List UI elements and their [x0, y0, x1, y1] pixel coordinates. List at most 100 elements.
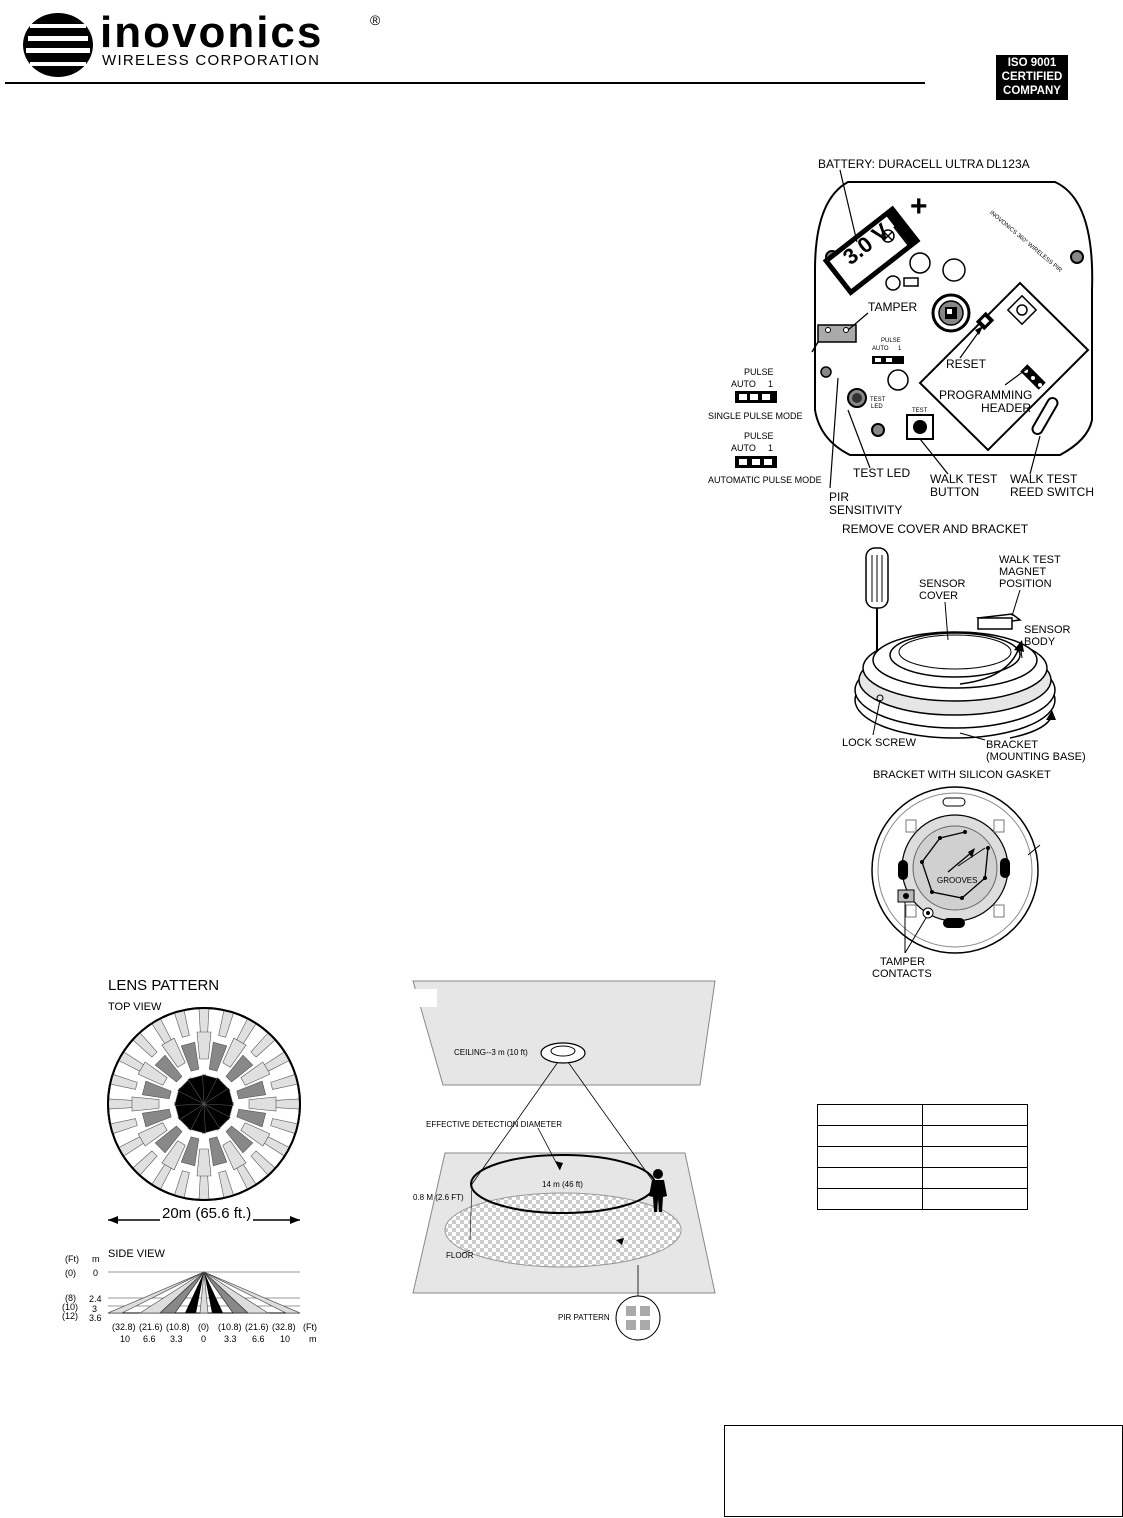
- lens-zone-mid: [161, 1037, 186, 1068]
- sensor-body-label-1: SENSOR: [1024, 624, 1071, 636]
- table-row: [817, 1104, 1028, 1126]
- lens-zone-inner: [208, 1041, 228, 1072]
- reed-switch-icon: [1031, 397, 1059, 435]
- side-view-drawing: [107, 1271, 301, 1314]
- reset-label: RESET: [946, 357, 987, 371]
- table-row: [817, 1188, 1028, 1210]
- lens-zone-mid: [137, 1061, 168, 1086]
- table-cell: [817, 1104, 923, 1126]
- left-m-0: 0: [93, 1268, 99, 1278]
- board-one-small: 1: [898, 346, 902, 352]
- lens-zone-outer: [107, 1098, 135, 1110]
- lens-zone-inner: [225, 1054, 254, 1083]
- diameter-label: 14 m (46 ft): [542, 1180, 583, 1189]
- lens-zone-outer: [273, 1098, 301, 1110]
- top-view-drawing: [107, 1007, 301, 1224]
- single-pulse-mode-label: SINGLE PULSE MODE: [708, 411, 803, 421]
- tamper-contacts-label-2: CONTACTS: [872, 968, 932, 980]
- top-view-label: TOP VIEW: [108, 1001, 162, 1013]
- mount-hole: [820, 366, 832, 378]
- bottom-ft-7: (Ft): [303, 1322, 317, 1332]
- lens-zone-mid: [222, 1140, 247, 1171]
- lens-zone-mid: [240, 1122, 271, 1147]
- bottom-ft-3: (0): [198, 1322, 209, 1332]
- lens-zone-core: [203, 1087, 234, 1106]
- board-auto-small: AUTO: [872, 346, 889, 352]
- board-drawing: [735, 169, 1094, 489]
- pir-floor-pattern: [444, 1192, 682, 1268]
- lens-zone-inner: [180, 1041, 200, 1072]
- room-drawing: [412, 980, 716, 1341]
- spec-table: [817, 1104, 1028, 1210]
- battery-plus: +: [910, 190, 928, 223]
- table-row: [817, 1146, 1028, 1168]
- ceiling-label: CEILING--3 m (10 ft): [454, 1048, 528, 1057]
- bracket-drawing: [871, 786, 1041, 954]
- mount-hole: [1070, 250, 1084, 264]
- remove-cover-title: REMOVE COVER AND BRACKET: [842, 522, 1029, 536]
- lens-zone-inner: [141, 1108, 172, 1128]
- grooves-label: GROOVES: [937, 876, 978, 885]
- bottom-m-7: m: [309, 1334, 317, 1344]
- single-pulse-text: PULSE: [744, 367, 774, 377]
- lens-pattern-title: LENS PATTERN: [108, 977, 220, 994]
- tamper-contacts-label-1: TAMPER: [880, 956, 926, 968]
- bracket-gasket-title: BRACKET WITH SILICON GASKET: [873, 769, 1051, 781]
- board-test-small: TEST: [912, 408, 928, 414]
- lens-zone-inner: [154, 1125, 183, 1154]
- lens-zone-inner: [154, 1054, 183, 1083]
- board-test-led-small-2: LED: [871, 404, 883, 410]
- bottom-ft-0: (32.8): [112, 1322, 136, 1332]
- lens-zone-mid: [131, 1096, 160, 1112]
- magnet-label-1: WALK TEST: [999, 554, 1061, 566]
- lens-zone-inner: [208, 1136, 228, 1167]
- effective-diameter-label: EFFECTIVE DETECTION DIAMETER: [426, 1120, 563, 1129]
- pir-sensitivity-label-2: SENSITIVITY: [829, 503, 903, 517]
- iso-line-2: CERTIFIED: [1001, 71, 1063, 83]
- registered-mark: ®: [370, 12, 381, 28]
- lens-zone-mid: [161, 1140, 186, 1171]
- lens-zone-mid: [222, 1037, 247, 1068]
- table-cell: [922, 1167, 1028, 1189]
- lens-zone-inner: [236, 1080, 267, 1100]
- lens-zone-mid: [196, 1031, 212, 1060]
- ft-header: (Ft): [65, 1254, 79, 1264]
- lens-zone-mid: [248, 1096, 277, 1112]
- table-cell: [817, 1146, 923, 1168]
- bottom-ft-5: (21.6): [245, 1322, 269, 1332]
- mount-hole: [871, 423, 885, 437]
- lens-zone-inner: [141, 1080, 172, 1100]
- left-ft-2: (10): [62, 1302, 79, 1312]
- bottom-ft-1: (21.6): [139, 1322, 163, 1332]
- bottom-ft-2: (10.8): [166, 1322, 190, 1332]
- table-cell: [922, 1188, 1028, 1210]
- single-auto-text: AUTO: [731, 379, 756, 389]
- left-m-2: 3: [92, 1304, 98, 1314]
- bottom-m-6: 10: [280, 1334, 291, 1344]
- m-header: m: [92, 1254, 100, 1264]
- table-cell: [922, 1125, 1028, 1147]
- inovonics-logo-icon: [23, 13, 93, 77]
- header-label: HEADER: [981, 401, 1032, 415]
- left-ft-3: (12): [62, 1311, 79, 1321]
- sensor-body-label-2: BODY: [1024, 636, 1056, 648]
- magnet-label-3: POSITION: [999, 578, 1052, 590]
- table-cell: [922, 1146, 1028, 1168]
- left-m-1: 2.4: [89, 1294, 102, 1304]
- auto-pulse-mode-label: AUTOMATIC PULSE MODE: [708, 475, 822, 485]
- bottom-ft-6: (32.8): [272, 1322, 296, 1332]
- walk-test-button-label-1: WALK TEST: [930, 472, 998, 486]
- header-rule: [5, 82, 925, 84]
- pir-pattern-icon: [615, 1295, 661, 1341]
- single-one-text: 1: [768, 379, 774, 389]
- auto-one-text: 1: [768, 443, 774, 453]
- bracket-label-2: (MOUNTING BASE): [986, 751, 1086, 763]
- table-cell: [922, 1104, 1028, 1126]
- lens-diameter-label: 20m (65.6 ft.): [160, 1205, 254, 1222]
- lock-screw-label: LOCK SCREW: [842, 737, 916, 749]
- note-box: [724, 1425, 1123, 1517]
- sensor-cover-label-2: COVER: [919, 590, 959, 602]
- lens-zone-mid: [240, 1061, 271, 1086]
- auto-pulse-text: PULSE: [744, 431, 774, 441]
- walk-test-button-label-2: BUTTON: [930, 485, 980, 499]
